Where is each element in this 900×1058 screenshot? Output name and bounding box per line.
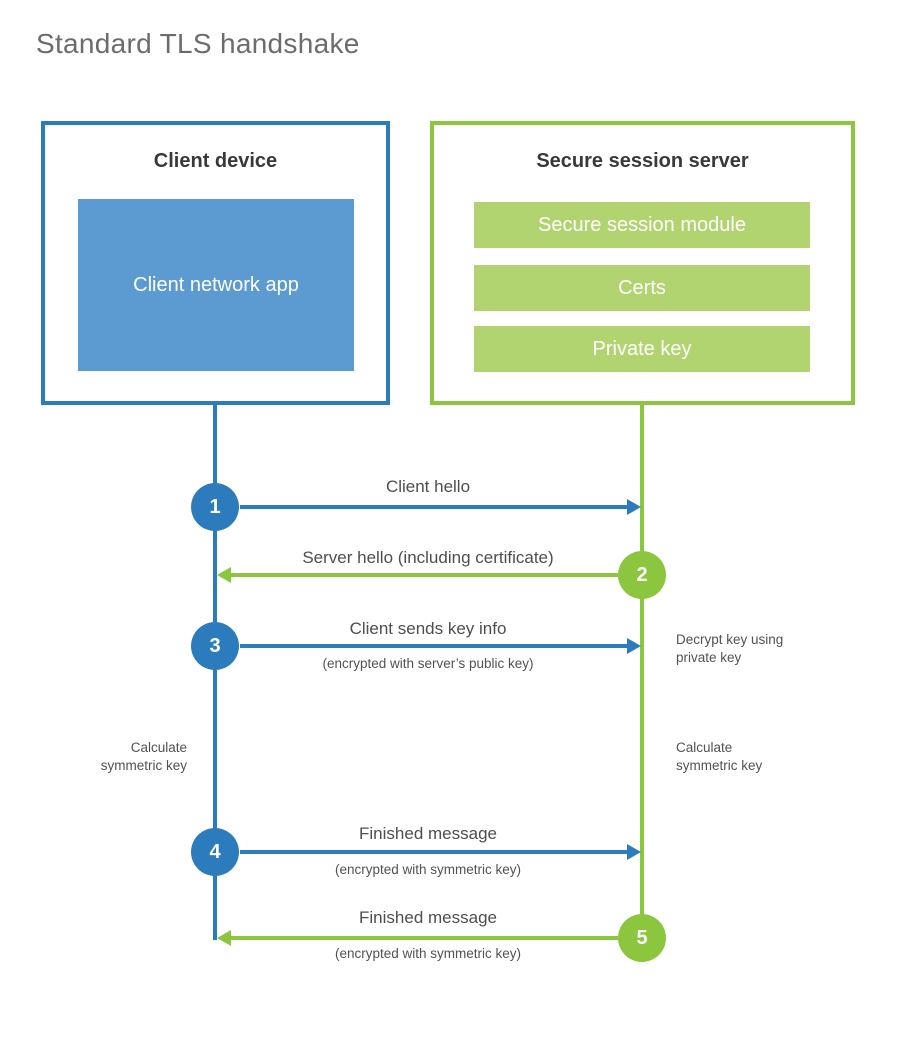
lifeline-server: [640, 404, 644, 938]
server-box-title: Secure session server: [536, 150, 749, 172]
arrowhead-left-icon: [217, 930, 231, 946]
client-network-app-label: Client network app: [133, 274, 299, 296]
step-circle-4: 4: [191, 828, 239, 876]
client-device-title: Client device: [153, 150, 278, 172]
step-circle-1: 1: [191, 483, 239, 531]
message-arrow-5: [217, 930, 618, 946]
lifeline-client: [213, 404, 217, 940]
arrowhead-right-icon: [627, 499, 641, 515]
server-module-private-key: Private key: [474, 326, 810, 372]
message-sublabel-3: (encrypted with server’s public key): [322, 656, 534, 671]
note-calc-symmetric-right: Calculate symmetric key: [676, 740, 763, 774]
message-arrow-4: [240, 844, 641, 860]
arrowhead-left-icon: [217, 567, 231, 583]
message-arrow-3: [240, 638, 641, 654]
message-label-3: Client sends key info: [349, 619, 507, 638]
message-sublabel-4: (encrypted with symmetric key): [334, 862, 522, 877]
page-title: Standard TLS handshake: [36, 28, 360, 59]
note-calc-symmetric-left: Calculate symmetric key: [100, 740, 187, 774]
message-sublabel-5: (encrypted with symmetric key): [334, 946, 522, 961]
message-arrow-2: [217, 567, 618, 583]
message-label-1: Client hello: [385, 477, 471, 496]
arrowhead-right-icon: [627, 638, 641, 654]
message-label-2: Server hello (including certificate): [302, 548, 554, 567]
step-circle-3: 3: [191, 622, 239, 670]
message-label-5: Finished message: [359, 908, 497, 927]
client-network-app-box: Client network app: [78, 199, 354, 371]
server-module-certs: Certs: [474, 265, 810, 311]
arrowhead-right-icon: [627, 844, 641, 860]
message-arrow-1: [240, 499, 641, 515]
note-decrypt-key: Decrypt key using private key: [676, 632, 784, 666]
message-label-4: Finished message: [359, 824, 497, 843]
step-circle-2: 2: [618, 551, 666, 599]
step-circle-5: 5: [618, 914, 666, 962]
server-module-secure-session: Secure session module: [474, 202, 810, 248]
